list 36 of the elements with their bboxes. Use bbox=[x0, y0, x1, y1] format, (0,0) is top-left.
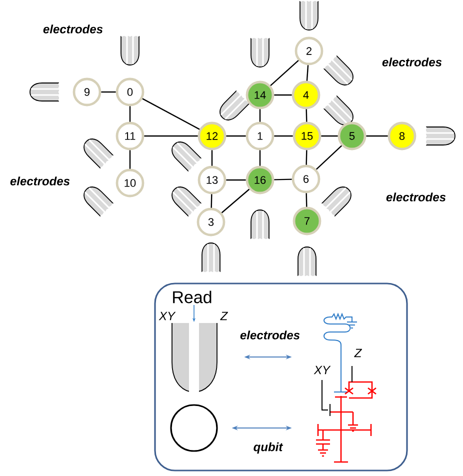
coupler-line bbox=[274, 135, 293, 137]
text-label: electrodes bbox=[386, 192, 446, 202]
coupler-line bbox=[270, 60, 299, 86]
circuit-drawing: XY Z bbox=[314, 314, 377, 463]
coupler-line bbox=[306, 150, 308, 165]
coupler-line bbox=[226, 135, 246, 137]
text-label: electrodes bbox=[240, 330, 300, 340]
coupler-line bbox=[274, 94, 292, 96]
text-label: electrodes bbox=[10, 176, 70, 186]
electrode-drawing: Read XY Z bbox=[158, 290, 228, 393]
coupler-line bbox=[144, 135, 198, 137]
qubit-circle bbox=[170, 404, 218, 452]
coupler-line bbox=[129, 106, 131, 122]
coupler-line bbox=[101, 91, 116, 93]
coupler-line bbox=[321, 135, 338, 137]
coupler-line bbox=[259, 109, 261, 122]
text-label: electrodes bbox=[43, 24, 103, 34]
coupler-line bbox=[366, 135, 388, 137]
coupler-line bbox=[142, 98, 200, 130]
node-label: XY bbox=[158, 312, 176, 320]
coupler-line bbox=[226, 179, 246, 181]
coupler-line bbox=[316, 145, 342, 170]
coupler-line bbox=[129, 150, 131, 169]
coupler-line bbox=[274, 178, 292, 180]
node-label: Read bbox=[173, 290, 212, 304]
text-label: electrodes bbox=[382, 58, 442, 66]
coupler-line bbox=[306, 109, 308, 122]
coupler-line bbox=[210, 194, 212, 208]
coupler-line bbox=[211, 150, 213, 166]
coupler-line bbox=[259, 150, 261, 166]
text-label: qubit bbox=[254, 442, 284, 454]
node-label: Z bbox=[220, 312, 228, 320]
coupler-line bbox=[306, 193, 308, 207]
coupler-line bbox=[306, 65, 309, 81]
panel-box bbox=[154, 282, 408, 472]
coupler-line bbox=[221, 188, 250, 214]
